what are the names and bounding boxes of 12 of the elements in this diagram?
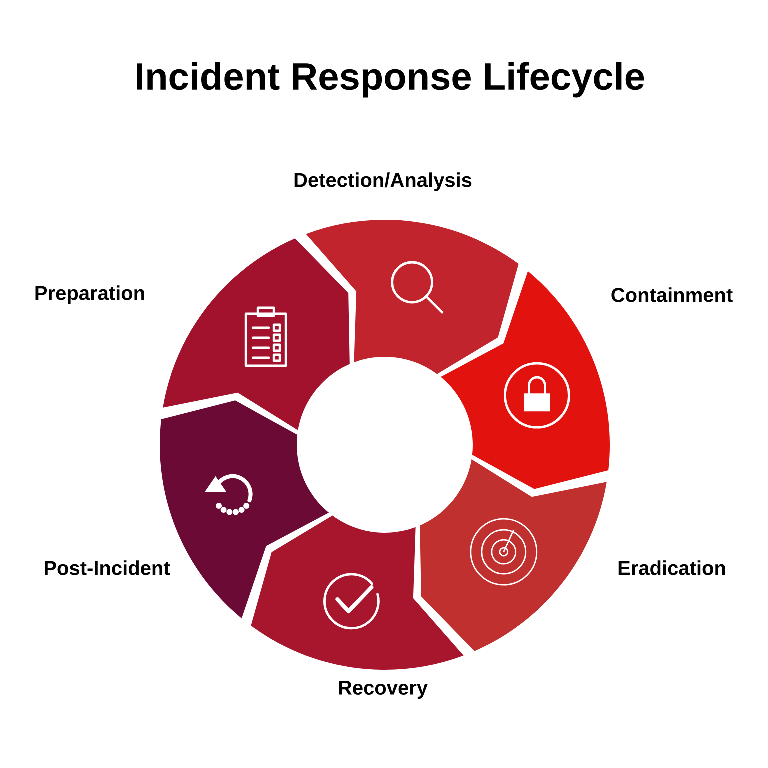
stage-label: Containment xyxy=(612,288,733,302)
stage-label: Detection/Analysis xyxy=(294,172,472,192)
cycle-segment xyxy=(440,271,610,490)
title: Incident Response Lifecycle xyxy=(137,62,644,98)
cycle-segment xyxy=(306,220,519,374)
stage-label: Post-Incident xyxy=(45,560,170,576)
cycle-segment xyxy=(163,238,350,430)
stage-label: Recovery xyxy=(339,681,428,699)
cycle-segment xyxy=(420,460,607,652)
stage-label: Eradication xyxy=(618,560,726,576)
cycle-segment xyxy=(251,516,464,670)
stage-label: Preparation xyxy=(36,286,144,304)
